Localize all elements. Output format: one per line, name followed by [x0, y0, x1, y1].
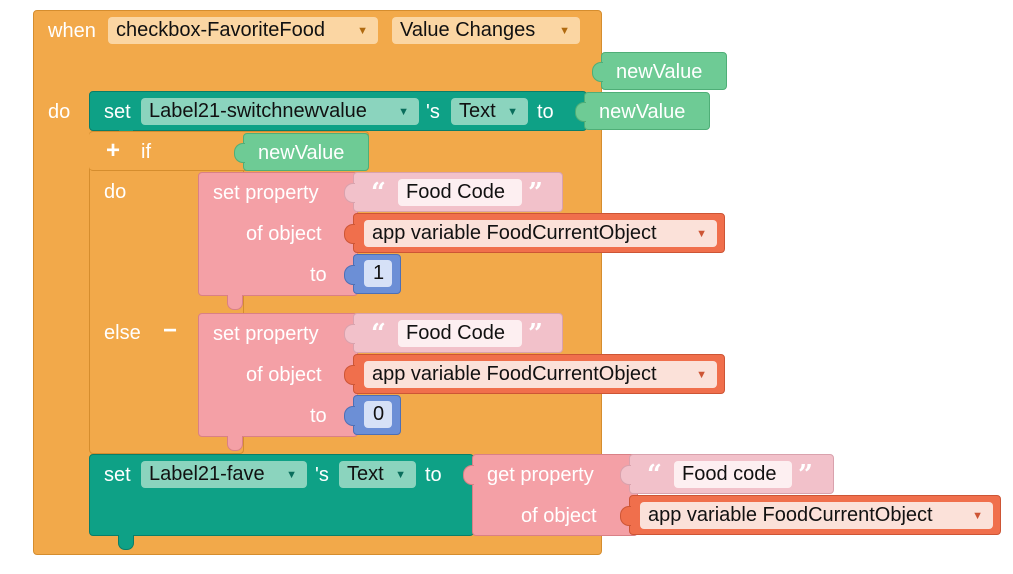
else-property-value: Food Code: [406, 322, 505, 344]
then-number-connector: [344, 265, 355, 285]
minus-icon[interactable]: −: [163, 317, 178, 344]
get-property-field[interactable]: Food code: [674, 461, 792, 488]
else-set-property-label: set property: [213, 323, 319, 345]
if-do-label: do: [104, 181, 127, 203]
then-of-object-label: of object: [246, 223, 322, 245]
else-number-connector: [344, 406, 355, 426]
set1-value-label: newValue: [599, 101, 686, 123]
triangle-down-icon: ▼: [286, 468, 297, 481]
if-condition-label: newValue: [258, 142, 345, 164]
set1-possessive: 's: [426, 101, 440, 123]
right-quote-icon: ”: [528, 319, 543, 349]
else-property-connector: [344, 324, 355, 344]
do-label: do: [48, 101, 71, 123]
else-bottom-notch: [227, 436, 243, 451]
get-object-dropdown[interactable]: app variable FoodCurrentObject ▼: [640, 502, 993, 529]
event-name-label: Value Changes: [400, 19, 536, 41]
then-set-property-block[interactable]: [198, 172, 358, 296]
left-quote-icon: “: [371, 319, 386, 349]
get-property-label: get property: [487, 464, 594, 486]
param-newvalue-label: newValue: [616, 61, 703, 83]
triangle-down-icon: ▼: [395, 468, 406, 481]
set2-component-dropdown[interactable]: Label21-fave ▼: [141, 461, 307, 488]
else-of-object-label: of object: [246, 364, 322, 386]
set2-set-label: set: [104, 464, 131, 486]
else-label: else: [104, 322, 141, 344]
then-property-connector: [344, 183, 355, 203]
then-object-dropdown[interactable]: app variable FoodCurrentObject ▼: [364, 220, 717, 247]
triangle-down-icon: ▼: [696, 368, 707, 381]
else-object-label: app variable FoodCurrentObject: [372, 363, 657, 385]
else-object-dropdown[interactable]: app variable FoodCurrentObject ▼: [364, 361, 717, 388]
set1-property-label: Text: [459, 100, 496, 122]
then-to-label: to: [310, 264, 327, 286]
set1-property-dropdown[interactable]: Text ▼: [451, 98, 528, 125]
plus-icon[interactable]: +: [106, 137, 121, 164]
get-object-label: app variable FoodCurrentObject: [648, 504, 933, 526]
then-property-field[interactable]: Food Code: [398, 179, 522, 206]
set2-possessive: 's: [315, 464, 329, 486]
right-quote-icon: ”: [798, 460, 813, 490]
get-property-connector: [463, 465, 474, 485]
then-number-field[interactable]: 1: [364, 260, 392, 287]
event-name-dropdown[interactable]: Value Changes ▼: [392, 17, 580, 44]
set1-set-label: set: [104, 101, 131, 123]
right-quote-icon: ”: [528, 178, 543, 208]
then-number-value: 1: [373, 262, 385, 284]
if-condition-connector: [234, 143, 245, 163]
else-object-connector: [344, 365, 355, 385]
set1-value-newvalue-block[interactable]: [584, 92, 710, 130]
then-property-value: Food Code: [406, 181, 505, 203]
else-property-field[interactable]: Food Code: [398, 320, 522, 347]
get-of-object-label: of object: [521, 505, 597, 527]
set2-component-label: Label21-fave: [149, 463, 265, 485]
else-to-label: to: [310, 405, 327, 427]
component-dropdown-checkbox[interactable]: checkbox-FavoriteFood ▼: [108, 17, 378, 44]
set1-to-label: to: [537, 101, 554, 123]
set2-bottom-notch: [118, 535, 134, 550]
else-number-field[interactable]: 0: [364, 401, 392, 428]
set1-value-connector: [575, 102, 586, 122]
left-quote-icon: “: [647, 460, 662, 490]
set1-component-label: Label21-switchnewvalue: [149, 100, 367, 122]
get-property-text-connector: [620, 465, 631, 485]
else-number-value: 0: [373, 403, 385, 425]
triangle-down-icon: ▼: [507, 105, 518, 118]
triangle-down-icon: ▼: [972, 509, 983, 522]
triangle-down-icon: ▼: [696, 227, 707, 240]
then-object-label: app variable FoodCurrentObject: [372, 222, 657, 244]
triangle-down-icon: ▼: [398, 105, 409, 118]
left-quote-icon: “: [371, 178, 386, 208]
then-set-property-label: set property: [213, 182, 319, 204]
set1-component-dropdown[interactable]: Label21-switchnewvalue ▼: [141, 98, 419, 125]
set2-property-dropdown[interactable]: Text ▼: [339, 461, 416, 488]
then-object-connector: [344, 224, 355, 244]
set2-property-label: Text: [347, 463, 384, 485]
when-label: when: [48, 20, 96, 42]
set2-to-label: to: [425, 464, 442, 486]
then-bottom-notch: [227, 295, 243, 310]
get-property-value: Food code: [682, 463, 777, 485]
param-connector: [592, 62, 603, 82]
component-dropdown-label: checkbox-FavoriteFood: [116, 19, 325, 41]
get-property-block[interactable]: [472, 454, 638, 536]
triangle-down-icon: ▼: [559, 24, 570, 37]
param-newvalue-block[interactable]: [601, 52, 727, 90]
else-set-property-block[interactable]: [198, 313, 358, 437]
if-label: if: [141, 141, 151, 163]
if-condition-newvalue-block[interactable]: [243, 133, 369, 171]
triangle-down-icon: ▼: [357, 24, 368, 37]
get-object-connector: [620, 506, 631, 526]
